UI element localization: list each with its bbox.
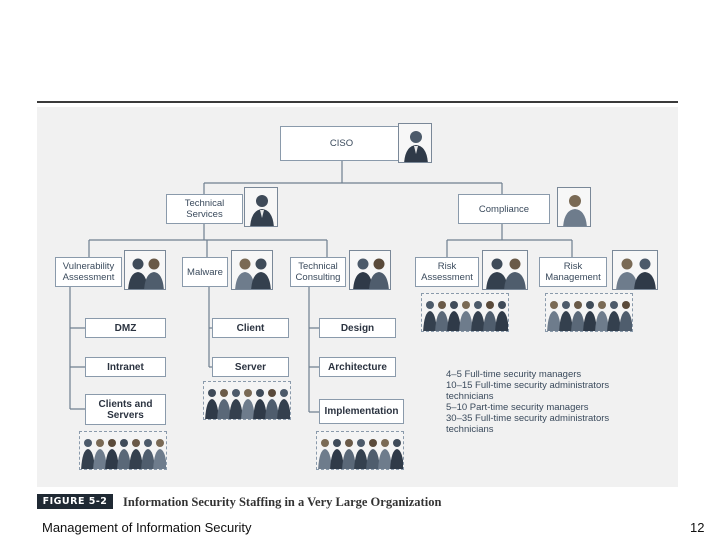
- implementation-staff-group-icon: [316, 431, 404, 470]
- node-clients-and-servers: Clients and Servers: [85, 394, 166, 425]
- staffing-note-line: technicians: [446, 424, 494, 435]
- staffing-note-line: 5–10 Part-time security managers: [446, 402, 589, 413]
- risk-management-portrait-icon: [612, 250, 658, 290]
- node-ciso: CISO: [280, 126, 403, 161]
- node-vulnerability-assessment: Vulnerability Assessment: [55, 257, 122, 287]
- server-staff-group-icon: [203, 381, 291, 420]
- risk-assessment-staff-group-icon: [421, 293, 509, 332]
- node-architecture: Architecture: [319, 357, 396, 377]
- connector-lines: [69, 161, 573, 413]
- node-intranet: Intranet: [85, 357, 166, 377]
- top-rule: [37, 101, 678, 103]
- vulnerability-assessment-portrait-icon: [124, 250, 166, 290]
- staffing-note-line: 30–35 Full-time security administrators: [446, 413, 610, 424]
- technical-consulting-portrait-icon: [349, 250, 391, 290]
- org-chart-figure: CISO Technical Services Compliance Vulne…: [37, 107, 678, 487]
- node-dmz: DMZ: [85, 318, 166, 338]
- staffing-notes: 4–5 Full-time security managers 10–15 Fu…: [446, 369, 666, 435]
- malware-portrait-icon: [231, 250, 273, 290]
- figure-caption: FIGURE 5-2 Information Security Staffing…: [37, 493, 678, 511]
- clients-and-servers-staff-group-icon: [79, 431, 167, 470]
- compliance-portrait-icon: [557, 187, 591, 227]
- node-technical-consulting: Technical Consulting: [290, 257, 346, 287]
- risk-management-staff-group-icon: [545, 293, 633, 332]
- node-implementation: Implementation: [319, 399, 404, 424]
- node-client: Client: [212, 318, 289, 338]
- node-server: Server: [212, 357, 289, 377]
- technical-services-portrait-icon: [244, 187, 278, 227]
- node-risk-management: Risk Management: [539, 257, 607, 287]
- node-design: Design: [319, 318, 396, 338]
- figure-label: FIGURE 5-2: [37, 494, 113, 509]
- staffing-note-line: 10–15 Full-time security administrators: [446, 380, 610, 391]
- risk-assessment-portrait-icon: [482, 250, 528, 290]
- node-compliance: Compliance: [458, 194, 550, 224]
- slide-number: 12: [690, 520, 705, 535]
- node-risk-assessment: Risk Assessment: [415, 257, 479, 287]
- staffing-note-line: 4–5 Full-time security managers: [446, 369, 582, 380]
- staffing-note-line: technicians: [446, 391, 494, 402]
- ciso-portrait-icon: [398, 123, 432, 163]
- node-malware: Malware: [182, 257, 228, 287]
- footer-course-title: Management of Information Security: [42, 520, 252, 535]
- node-technical-services: Technical Services: [166, 194, 243, 224]
- figure-title: Information Security Staffing in a Very …: [123, 495, 442, 509]
